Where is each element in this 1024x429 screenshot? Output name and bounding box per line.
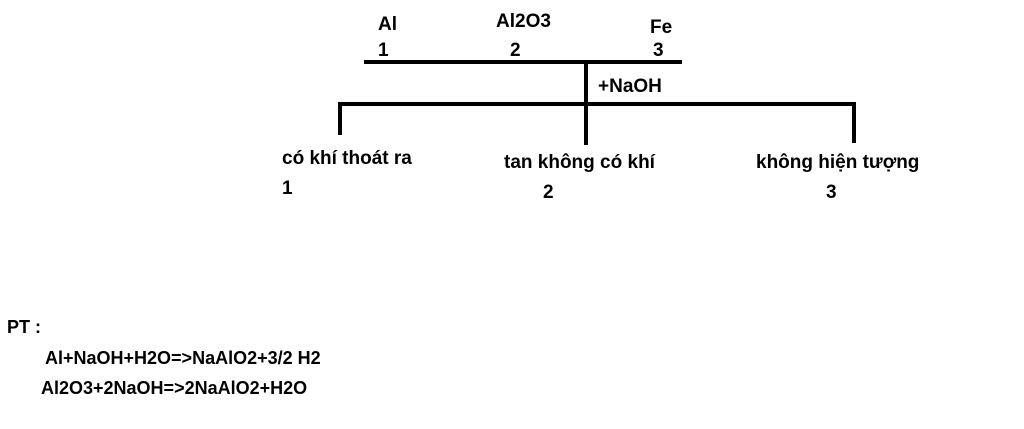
result-3-observation: không hiện tượng: [756, 152, 920, 173]
sample-al-name: Al: [378, 14, 397, 35]
sample-fe-number: 3: [653, 40, 664, 61]
equation-1: Al+NaOH+H2O=>NaAlO2+3/2 H2: [45, 348, 321, 368]
sample-al2o3-number: 2: [510, 40, 521, 61]
result-3-number: 3: [826, 182, 837, 203]
reagent-label: +NaOH: [598, 76, 662, 97]
result-1-observation: có khí thoát ra: [282, 148, 412, 169]
result-2-number: 2: [543, 182, 554, 203]
result-2-observation: tan không có khí: [504, 152, 655, 173]
sample-fe-name: Fe: [650, 17, 673, 38]
equations-heading: PT :: [7, 317, 41, 337]
sample-al2o3-name: Al2O3: [496, 11, 551, 32]
sample-al-number: 1: [378, 40, 389, 61]
equation-2: Al2O3+2NaOH=>2NaAlO2+H2O: [41, 378, 308, 398]
result-1-number: 1: [282, 178, 293, 199]
